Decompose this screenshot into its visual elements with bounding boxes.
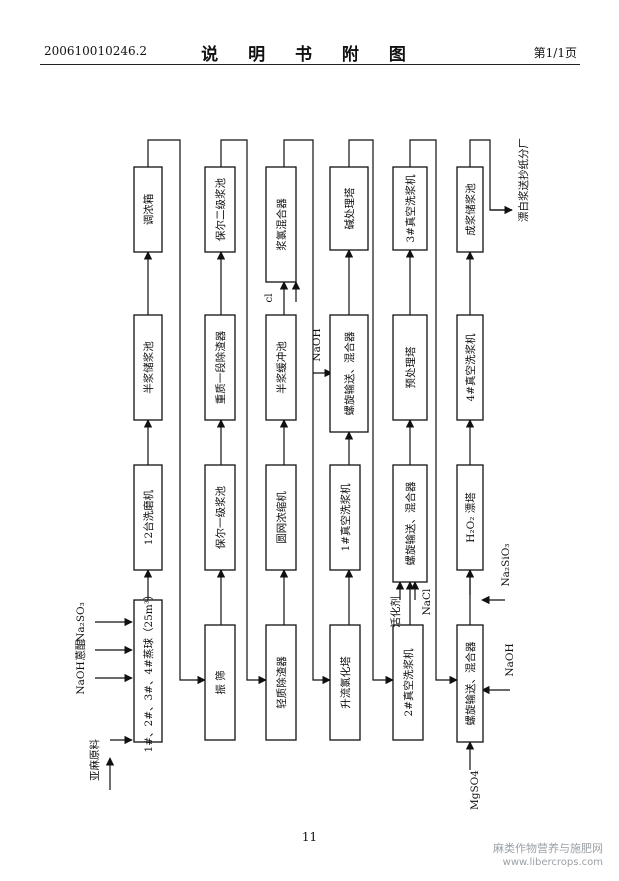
process-box-label: H₂O₂ 漂塔: [464, 492, 477, 543]
process-box-label: 成浆储浆池: [464, 183, 477, 236]
process-box: [329, 624, 361, 741]
page-title: 说 明 书 附 图: [201, 45, 418, 65]
process-box: [329, 314, 369, 433]
input-anthraquinone: 蒽醌: [74, 639, 87, 660]
process-box-label: 碱处理塔: [343, 187, 356, 229]
process-box-label: 圆网浓缩机: [275, 491, 288, 544]
process-box: [265, 166, 297, 283]
process-box: [456, 624, 484, 743]
watermark-url: www.libercrops.com: [502, 857, 603, 868]
process-box-label: 12台洗磨机: [142, 489, 155, 545]
input-cl: cl: [263, 293, 275, 303]
process-box: [133, 166, 163, 253]
process-box-label: 3#真空洗浆机: [404, 174, 417, 242]
input-raw-material: 亚麻原料: [88, 739, 101, 781]
process-box: [204, 314, 236, 421]
process-box-label: 升流氯化塔: [339, 656, 352, 709]
input-naoh: NaOH: [75, 661, 87, 694]
header-divider: [40, 64, 580, 65]
process-box-label: 半浆缓冲池: [275, 341, 288, 394]
process-box: [204, 624, 236, 741]
process-box-label: 螺旋输送、混合器: [404, 481, 417, 565]
input-activator: 活化剂: [389, 596, 402, 628]
process-box-label: 振 筛: [214, 670, 227, 694]
process-box-label: 重质一段除渣器: [214, 330, 227, 404]
process-box: [265, 464, 297, 571]
process-box-label: 螺旋输送、混合器: [464, 641, 477, 725]
connectors: [95, 139, 513, 790]
process-box: [456, 314, 484, 421]
process-box: [392, 166, 428, 251]
process-box-label: 1#真空洗浆机: [339, 483, 352, 551]
input-naoh-3: NaOH: [504, 643, 516, 676]
process-box-label: 保尔一级浆池: [214, 486, 227, 549]
page-indicator: 第1/1页: [533, 46, 577, 60]
input-nacl: NaCl: [421, 588, 433, 615]
process-box-label: 1#、2#、3#、4#蒸球（25m³）: [142, 590, 155, 753]
process-box: [265, 624, 297, 741]
process-box-label: 轻质除渣器: [275, 656, 288, 709]
process-box: [133, 464, 163, 571]
process-box-label: 预处理塔: [404, 346, 417, 388]
process-box-label: 调浓箱: [142, 194, 155, 226]
watermark-text: 麻类作物营养与施肥网: [493, 842, 603, 855]
process-box-label: 4#真空洗浆机: [464, 333, 477, 401]
input-na2so3: Na₂SO₃: [75, 602, 87, 642]
output-label: 漂白浆送抄纸分厂: [517, 138, 530, 222]
process-box: [329, 166, 369, 251]
process-box: [204, 166, 236, 253]
process-box: [456, 166, 484, 253]
input-mgso4: MgSO4: [469, 770, 481, 810]
process-box-label: 半浆储浆池: [142, 341, 155, 394]
process-box: [392, 464, 428, 583]
page-number: 11: [301, 830, 318, 844]
patent-number: 200610010246.2: [44, 44, 148, 58]
input-naoh-2: NaOH: [311, 328, 323, 361]
process-box: [329, 464, 361, 571]
input-na2sio3: Na₂SiO₃: [500, 543, 512, 586]
process-box-label: 浆氯混合器: [275, 198, 288, 251]
process-box: [265, 314, 297, 421]
process-box: [456, 464, 484, 571]
process-box-label: 2#真空洗浆机: [402, 648, 415, 716]
process-box: [204, 464, 236, 571]
process-box: [392, 624, 424, 741]
process-box: [133, 314, 163, 421]
process-box-label: 保尔二级浆池: [214, 178, 227, 241]
process-box-label: 螺旋输送、混合器: [343, 331, 356, 415]
process-box: [392, 314, 428, 421]
process-box: [133, 599, 163, 743]
